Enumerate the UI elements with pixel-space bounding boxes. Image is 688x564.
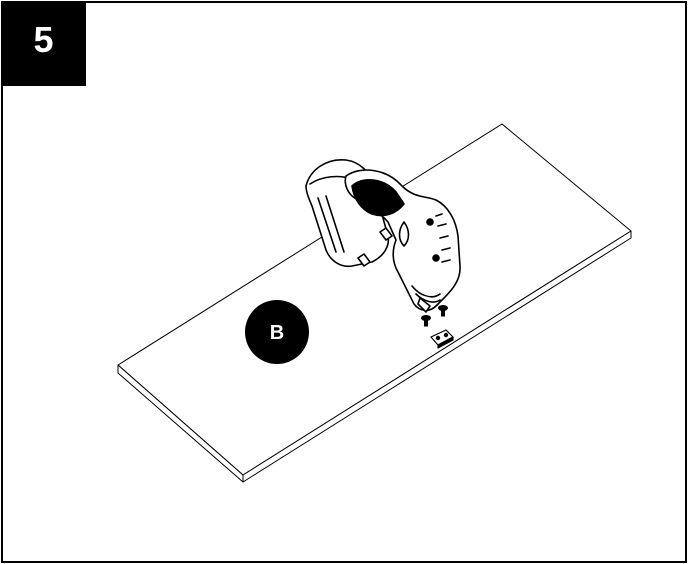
screw-right	[438, 305, 448, 317]
step-number-badge: 5	[1, 1, 86, 86]
drill-icon	[305, 159, 461, 313]
panel-board	[117, 123, 632, 483]
bracket-icon	[430, 329, 454, 349]
part-label-b: B	[245, 300, 309, 364]
screw-left	[421, 315, 431, 327]
part-label-text: B	[270, 322, 284, 344]
step-number: 5	[33, 18, 54, 60]
screw-icon	[421, 305, 448, 327]
